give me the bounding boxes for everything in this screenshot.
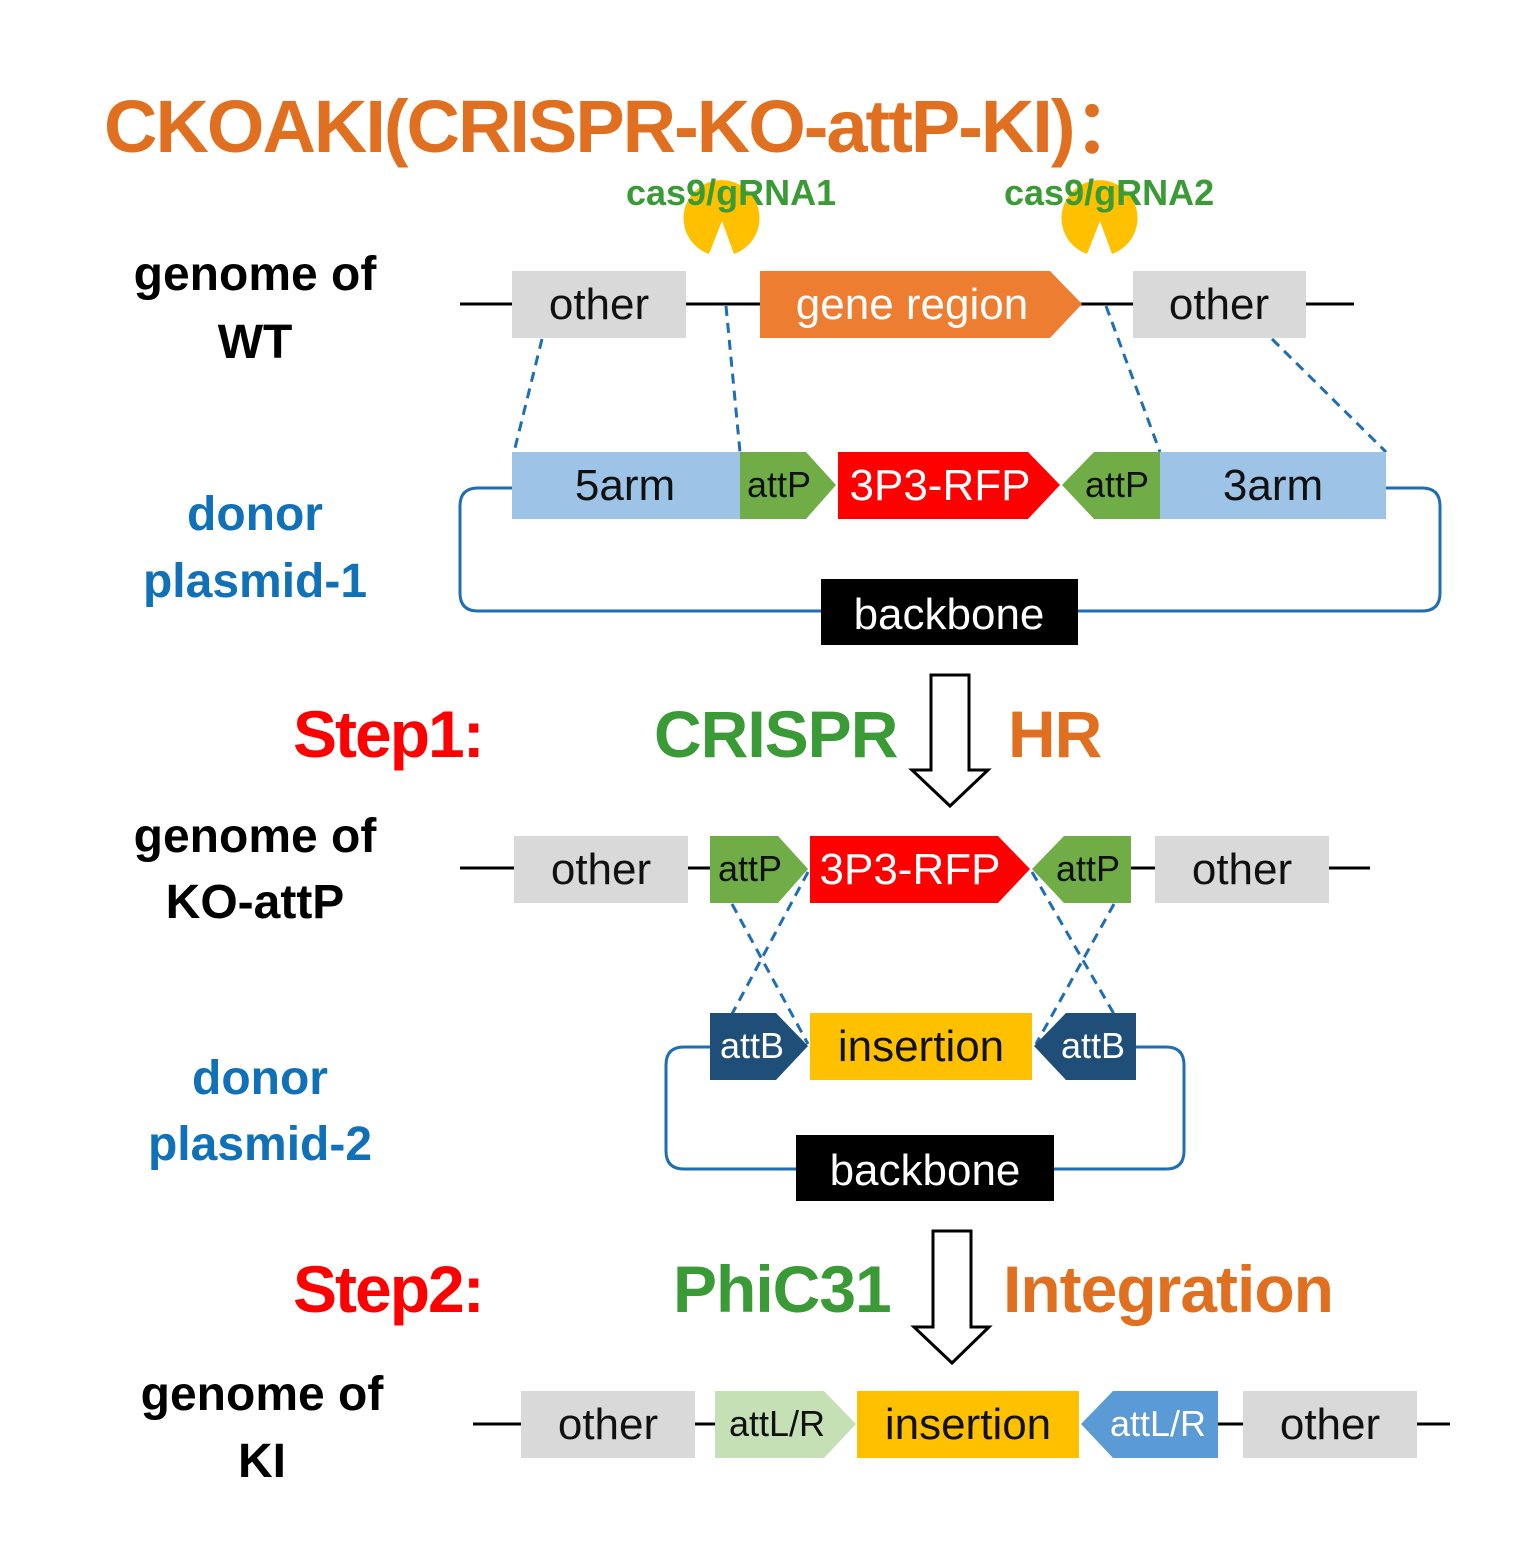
- ko-3p3-rfp-label: 3P3-RFP: [820, 845, 1001, 894]
- wt-other-left: [512, 271, 686, 338]
- row-label-donor1: donor plasmid-1: [143, 488, 367, 608]
- ko-other-right-label: other: [1192, 845, 1292, 894]
- ki-other-right: [1243, 1391, 1417, 1458]
- row-label-donor2-line1: donor: [192, 1052, 328, 1105]
- wt-gene-region: [760, 271, 1082, 338]
- donor2-backbone-label: backbone: [830, 1146, 1021, 1195]
- ko-other-left-label: other: [551, 845, 651, 894]
- donor1-3p3-rfp: [838, 452, 1060, 519]
- donor2-insertion: [810, 1013, 1032, 1080]
- koattp-genome-track: other attP 3P3-RFP attP other: [460, 836, 1370, 903]
- donor1-attp-left: [740, 452, 836, 519]
- ki-attl-right-label: attL/R: [1110, 1403, 1206, 1444]
- donor1-5arm-label: 5arm: [575, 461, 675, 510]
- donor1-5arm: [512, 452, 740, 519]
- donor-plasmid-2: attB insertion attB backbone: [664, 1013, 1186, 1201]
- donor2-insertion-label: insertion: [838, 1022, 1004, 1071]
- donor1-attp-left-label: attP: [747, 464, 811, 505]
- ki-attl-left: [715, 1391, 856, 1458]
- homology-line-3: [1104, 305, 1162, 453]
- step1-label: Step1:: [293, 697, 483, 771]
- crossover-line-1: [730, 871, 810, 1015]
- donor2-attb-right-label: attB: [1061, 1025, 1125, 1066]
- ko-attp-right-label: attP: [1056, 848, 1120, 889]
- wt-gene-region-label: gene region: [796, 280, 1028, 329]
- ki-insertion: [857, 1391, 1079, 1458]
- step2-label: Step2:: [293, 1252, 483, 1326]
- cas9-gRNA1-label: cas9/gRNA1: [626, 172, 836, 213]
- ko-attp-right: [1032, 836, 1131, 903]
- crossover-line-2: [730, 903, 810, 1045]
- row-label-koattp: genome of KO-attP: [134, 810, 378, 929]
- ko-other-left: [514, 836, 688, 903]
- cas9-gRNA2-label: cas9/gRNA2: [1004, 172, 1214, 213]
- row-label-donor2-line2: plasmid-2: [148, 1118, 372, 1171]
- row-label-koattp-line1: genome of: [134, 810, 378, 863]
- homology-line-4: [1270, 337, 1388, 454]
- donor2-backbone: [796, 1135, 1054, 1201]
- ki-attl-right: [1081, 1391, 1218, 1458]
- ki-other-left-label: other: [558, 1400, 658, 1449]
- cas9-gRNA2-icon: [1061, 180, 1138, 254]
- ki-attl-left-label: attL/R: [729, 1403, 825, 1444]
- donor1-3p3-rfp-label: 3P3-RFP: [850, 461, 1031, 510]
- row-label-ki-line1: genome of: [141, 1368, 385, 1421]
- ki-other-right-label: other: [1280, 1400, 1380, 1449]
- donor1-3arm-label: 3arm: [1223, 461, 1323, 510]
- row-label-wt-line2: WT: [218, 316, 293, 369]
- wt-genome-track: other gene region other: [460, 271, 1354, 338]
- ko-attp-left: [710, 836, 808, 903]
- row-label-donor1-line1: donor: [187, 488, 323, 541]
- step2-arrow-icon: [910, 1229, 993, 1366]
- donor2-attb-right: [1034, 1013, 1136, 1080]
- step1-method: CRISPR: [654, 697, 898, 771]
- row-label-donor2: donor plasmid-2: [148, 1052, 372, 1171]
- wt-other-left-label: other: [549, 280, 649, 329]
- step2-mechanism: Integration: [1003, 1252, 1333, 1326]
- row-label-wt: genome of WT: [134, 248, 378, 369]
- donor1-backbone-label: backbone: [854, 590, 1045, 639]
- homology-line-2: [724, 305, 742, 453]
- crossover-line-4: [1034, 903, 1116, 1045]
- row-label-ki-line2: KI: [238, 1435, 286, 1488]
- ko-other-right: [1155, 836, 1329, 903]
- wt-other-right-label: other: [1169, 280, 1269, 329]
- homology-line-1: [512, 338, 544, 453]
- row-label-donor1-line2: plasmid-1: [143, 555, 367, 608]
- ki-insertion-label: insertion: [885, 1400, 1051, 1449]
- donor1-backbone: [821, 579, 1078, 645]
- crossover-line-3: [1030, 871, 1116, 1015]
- step1-arrow-icon: [908, 673, 992, 809]
- step2-method: PhiC31: [673, 1252, 891, 1326]
- row-label-ki: genome of KI: [141, 1368, 385, 1488]
- donor-plasmid-1: 5arm attP 3P3-RFP attP 3arm backbone: [458, 452, 1442, 645]
- cas9-gRNA1-icon: [683, 180, 760, 254]
- ki-other-left: [521, 1391, 695, 1458]
- diagram-title: CKOAKI(CRISPR-KO-attP-KI)：: [104, 85, 1146, 168]
- donor1-attp-right: [1062, 452, 1160, 519]
- row-label-wt-line1: genome of: [134, 248, 378, 301]
- donor2-attb-left: [710, 1013, 808, 1080]
- ki-genome-track: other attL/R insertion attL/R other: [473, 1391, 1450, 1458]
- row-label-koattp-line2: KO-attP: [166, 876, 345, 929]
- donor2-attb-left-label: attB: [720, 1025, 784, 1066]
- step1-mechanism: HR: [1008, 697, 1102, 771]
- donor1-3arm: [1160, 452, 1386, 519]
- wt-other-right: [1133, 271, 1306, 338]
- donor1-attp-right-label: attP: [1085, 464, 1149, 505]
- ko-3p3-rfp: [810, 836, 1030, 903]
- ko-attp-left-label: attP: [718, 848, 782, 889]
